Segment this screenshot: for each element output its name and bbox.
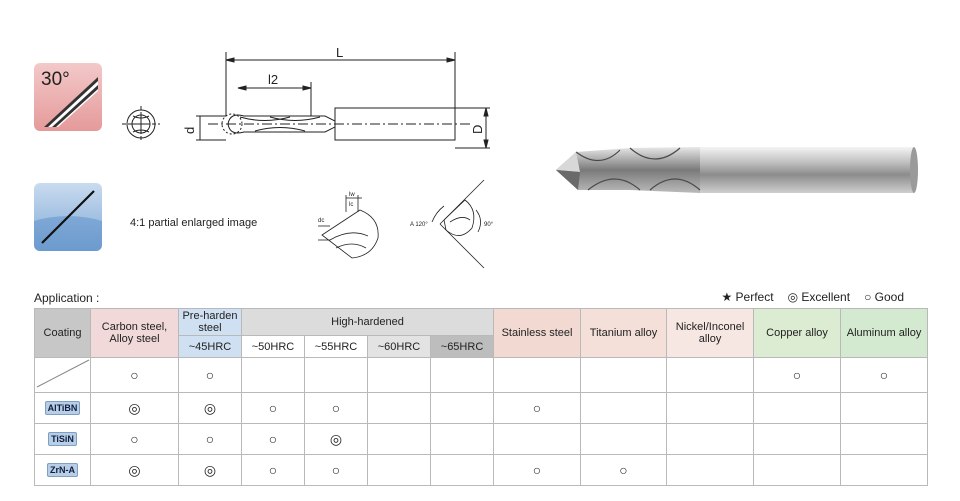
- rating-cell: [367, 423, 431, 455]
- rating-legend: ★ Perfect ◎ Excellent ○ Good: [721, 290, 904, 304]
- rating-cell: ○: [304, 454, 368, 486]
- coating-badge-zrn-a: ZrN-A: [47, 463, 78, 477]
- rating-cell: ○: [753, 357, 842, 393]
- header-stainless: Stainless steel: [493, 308, 582, 358]
- application-table: Coating Carbon steel, Alloy steel Pre-ha…: [34, 308, 929, 486]
- rating-cell: [580, 357, 668, 393]
- rating-cell: [580, 392, 668, 424]
- rating-cell: [367, 357, 431, 393]
- rating-cell: [666, 454, 755, 486]
- rating-cell: ○: [241, 392, 305, 424]
- helix-badge: [34, 183, 102, 251]
- technical-drawing: L l2 d D lw lc dc A 120° 90°: [122, 45, 918, 269]
- rating-cell: ◎: [178, 392, 242, 424]
- header-copper: Copper alloy: [753, 308, 842, 358]
- enlarged-image-caption: 4:1 partial enlarged image: [130, 217, 258, 229]
- dim-l2-label: l2: [268, 72, 278, 87]
- rating-cell: ○: [178, 423, 242, 455]
- rating-cell: [241, 357, 305, 393]
- header-preharden-hrc: ~45HRC: [178, 335, 242, 358]
- rating-cell: [666, 423, 755, 455]
- legend-good: ○ Good: [864, 290, 904, 304]
- rating-cell: ○: [493, 392, 582, 424]
- table-row: ZrN-A ◎ ◎ ○ ○ ○ ○: [34, 454, 929, 486]
- side-view-drawing: [196, 52, 490, 149]
- rating-cell: [367, 392, 431, 424]
- rating-cell: ○: [90, 357, 179, 393]
- rating-cell: [429, 454, 495, 486]
- application-label: Application :: [34, 291, 100, 305]
- header-hrc-65: ~65HRC: [429, 335, 495, 358]
- header-hrc-60: ~60HRC: [367, 335, 431, 358]
- rating-cell: ◎: [304, 423, 368, 455]
- rating-cell: ○: [493, 454, 582, 486]
- rating-cell: ○: [304, 392, 368, 424]
- legend-perfect: ★ Perfect: [721, 290, 774, 304]
- enlarged-tip-detail: [318, 195, 379, 259]
- table-header-row: Coating Carbon steel, Alloy steel Pre-ha…: [34, 308, 929, 358]
- rating-cell: ○: [178, 357, 242, 393]
- rating-cell: [493, 357, 582, 393]
- legend-excellent: ◎ Excellent: [787, 290, 851, 304]
- rating-cell: ○: [840, 357, 929, 393]
- dim-dc-label: dc: [318, 218, 324, 224]
- rating-cell: [304, 357, 368, 393]
- table-row: TiSiN ○ ○ ○ ◎: [34, 423, 929, 455]
- rating-cell: [753, 392, 842, 424]
- angle-30-icon: [44, 77, 98, 127]
- helix-line-icon: [34, 190, 102, 251]
- header-high-hardened: High-hardened: [240, 308, 495, 336]
- dim-L-label: L: [336, 45, 343, 60]
- rating-cell: [429, 357, 495, 393]
- rating-cell: ◎: [178, 454, 242, 486]
- coating-cell: AlTiBN: [34, 392, 91, 424]
- header-coating: Coating: [34, 308, 91, 358]
- angle-a-label: A 120°: [410, 222, 428, 228]
- diagonal-line-icon: [36, 359, 90, 388]
- dim-lc-label: lc: [349, 202, 353, 208]
- header-aluminum: Aluminum alloy: [840, 308, 929, 358]
- angle-30-badge: 30°: [34, 63, 102, 131]
- header-carbon-steel: Carbon steel, Alloy steel: [90, 308, 179, 358]
- rating-cell: ○: [90, 423, 179, 455]
- rating-cell: [429, 392, 495, 424]
- rating-cell: [367, 454, 431, 486]
- table-row: AlTiBN ◎ ◎ ○ ○ ○: [34, 392, 929, 424]
- rating-cell: ◎: [90, 454, 179, 486]
- rating-cell: [580, 423, 668, 455]
- rating-cell: ○: [580, 454, 668, 486]
- angle-b-label: 90°: [484, 222, 494, 228]
- enlarged-angle-detail: [431, 179, 485, 269]
- rating-cell: [840, 423, 929, 455]
- end-view-drawing: [122, 106, 160, 142]
- end-mill-photo: [556, 147, 918, 193]
- header-nickel: Nickel/Inconel alloy: [666, 308, 755, 358]
- angle-30-label: 30°: [41, 69, 70, 90]
- table-row: ○ ○ ○ ○: [34, 357, 929, 393]
- table-subheader-row: ~45HRC ~50HRC ~55HRC ~60HRC ~65HRC: [35, 335, 928, 358]
- coating-badge-altibn: AlTiBN: [44, 401, 81, 415]
- rating-cell: [840, 454, 929, 486]
- dim-D-label: D: [470, 125, 485, 134]
- header-hrc-55: ~55HRC: [304, 335, 368, 358]
- rating-cell: [666, 357, 755, 393]
- dim-d-label: d: [182, 127, 197, 134]
- rating-cell: [753, 423, 842, 455]
- coating-cell: TiSiN: [34, 423, 91, 455]
- coating-badge-tisin: TiSiN: [48, 432, 77, 446]
- rating-cell: [429, 423, 495, 455]
- rating-cell: [840, 392, 929, 424]
- header-titanium: Titanium alloy: [580, 308, 668, 358]
- dim-lw-label: lw: [349, 192, 355, 198]
- rating-cell: [753, 454, 842, 486]
- rating-cell: [493, 423, 582, 455]
- rating-cell: ○: [241, 423, 305, 455]
- coating-uncoated-cell: [34, 357, 91, 393]
- header-preharden: Pre-harden steel: [178, 308, 242, 336]
- rating-cell: [666, 392, 755, 424]
- rating-cell: ○: [241, 454, 305, 486]
- rating-cell: ◎: [90, 392, 179, 424]
- header-hrc-50: ~50HRC: [241, 335, 305, 358]
- coating-cell: ZrN-A: [34, 454, 91, 486]
